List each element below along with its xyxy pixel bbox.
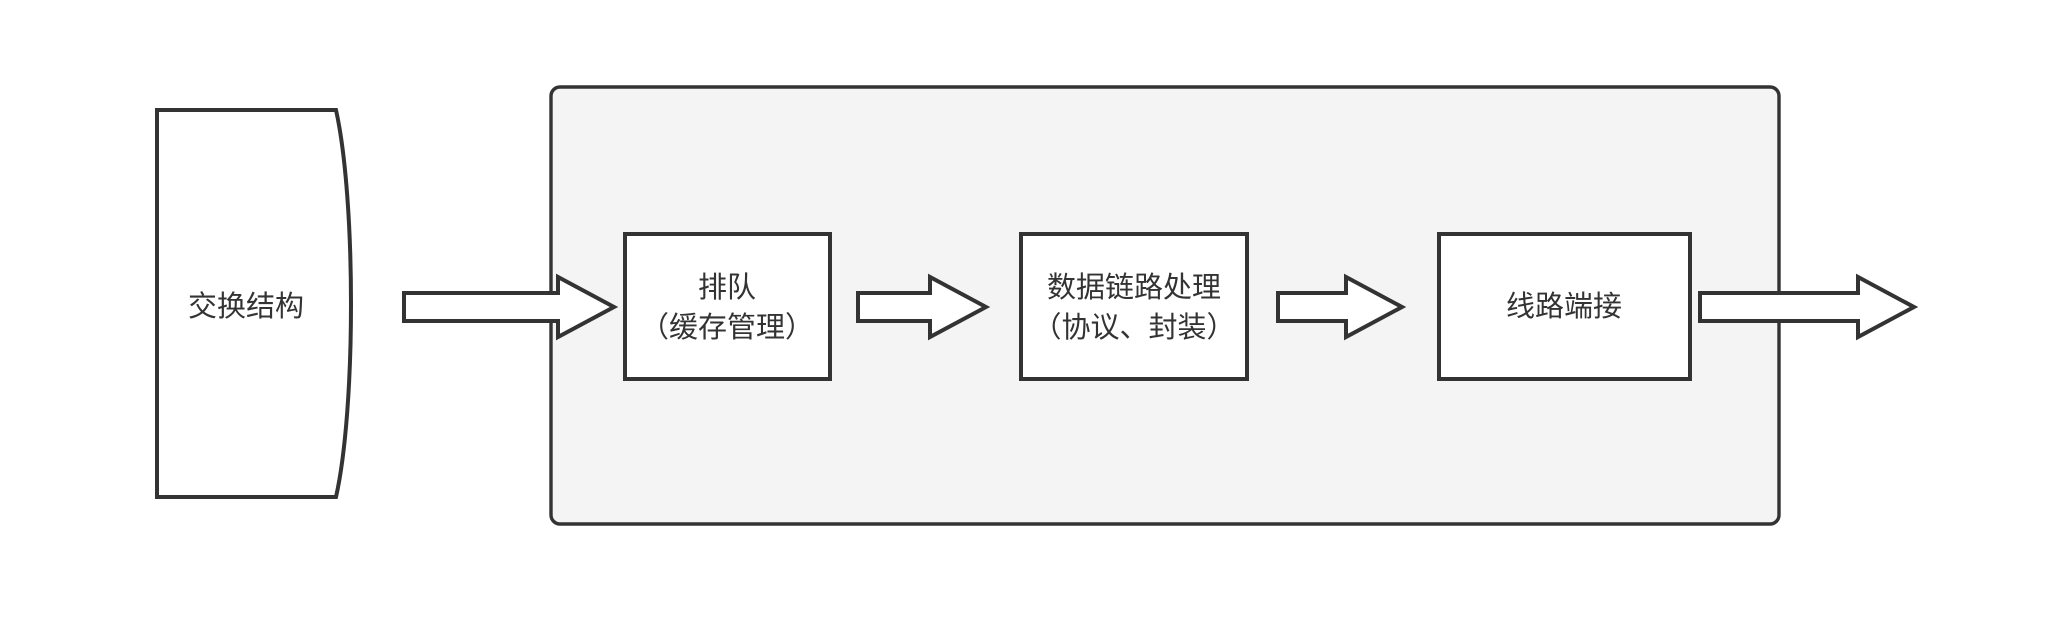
switch-fabric-shape[interactable] [155,108,353,499]
stage-line-termination-box[interactable] [1437,232,1692,381]
stage-queueing[interactable]: 排队 （缓存管理） [623,232,832,381]
stage-line-termination[interactable]: 线路端接 [1437,232,1692,381]
stage-data-link-processing[interactable]: 数据链路处理 （协议、封装） [1019,232,1249,381]
arrow-1[interactable] [856,273,991,341]
arrow-2[interactable] [1276,273,1407,341]
arrow-out[interactable] [1698,273,1919,341]
stage-queueing-box[interactable] [623,232,832,381]
stage-data-link-processing-label-line2: （协议、封装） [1032,310,1235,344]
stage-data-link-processing-label-line1: 数据链路处理 [1047,270,1221,304]
stage-queueing-label-line1: 排队 [698,270,756,304]
stage-line-termination-label-line1: 线路端接 [1506,289,1622,323]
stage-queueing-label-line2: （缓存管理） [640,310,814,344]
stage-data-link-processing-box[interactable] [1019,232,1249,381]
switch-fabric-label: 交换结构 [188,289,304,323]
arrow-in[interactable] [402,273,619,341]
